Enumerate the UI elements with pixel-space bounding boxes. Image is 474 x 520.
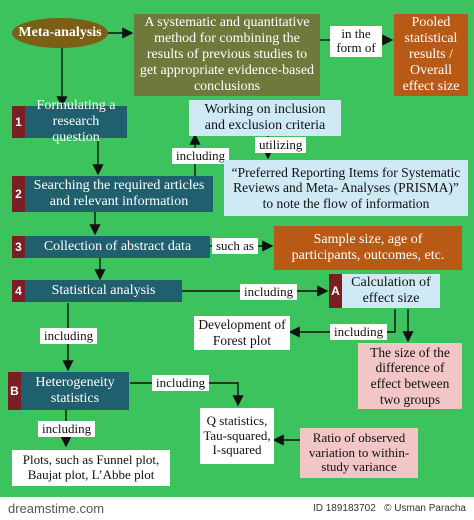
q-statistics-node: Q statistics, Tau-squared, I-squared (200, 408, 274, 464)
label-utilizing: utilizing (255, 137, 307, 154)
badge-b: B (8, 372, 21, 410)
forest-plot-node: Development of Forest plot (194, 316, 290, 350)
label-in-the-form-of: in the form of (330, 26, 382, 57)
footer-bar: dreamstime.com ID 189183702 © Usman Para… (0, 497, 474, 520)
badge-a: A (329, 274, 342, 308)
footer-author: © Usman Paracha (384, 503, 466, 514)
footer-brand: dreamstime.com (8, 501, 105, 516)
label-including-working: including (172, 148, 230, 165)
arrow-calc-forest (288, 309, 396, 338)
footer-id: ID 189183702 (312, 503, 376, 514)
meta-oval (12, 18, 108, 48)
pooled-results-node: Pooled statistical results / Overall eff… (394, 14, 468, 96)
working-criteria-node: Working on inclusion and exclusion crite… (189, 100, 341, 136)
badge-3: 3 (12, 236, 25, 258)
formulate-question-node: Formulating a research question (25, 98, 127, 145)
badge-2: 2 (12, 176, 25, 212)
label-including-hetero: including (40, 328, 98, 345)
search-articles-node: Searching the required articles and rele… (25, 176, 213, 212)
label-such-as: such as (212, 238, 258, 255)
ratio-variance-node: Ratio of observed variation to within-st… (300, 428, 418, 478)
prisma-node: “Preferred Reporting Items for Systemati… (224, 160, 468, 216)
badge-4: 4 (12, 280, 25, 302)
label-including-qstat: including (152, 375, 210, 392)
sample-size-node: Sample size, age of participants, outcom… (274, 226, 462, 270)
label-including-forest: including (330, 324, 388, 341)
collection-abstract-node: Collection of abstract data (25, 236, 210, 258)
difference-effect-node: The size of the difference of effect bet… (358, 343, 462, 409)
calculation-effect-size-node: Calculation of effect size (342, 274, 440, 308)
label-including-plots: including (38, 421, 96, 438)
meta-analysis-node: Meta-analysis (18, 24, 102, 40)
definition-node: A systematic and quantitative method for… (134, 14, 320, 96)
label-including-calc: including (240, 284, 298, 301)
badge-1: 1 (12, 106, 25, 138)
statistical-analysis-node: Statistical analysis (25, 280, 182, 302)
plots-node: Plots, such as Funnel plot, Baujat plot,… (12, 450, 170, 486)
heterogeneity-statistics-node: Heterogeneity statistics (21, 372, 129, 410)
